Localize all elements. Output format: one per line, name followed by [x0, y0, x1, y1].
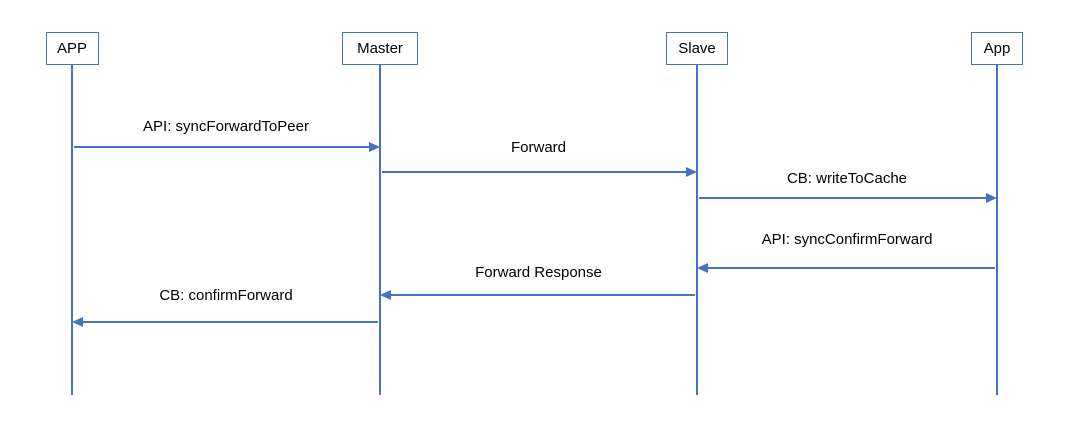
- message-label: CB: confirmForward: [159, 287, 293, 304]
- lifeline: [696, 65, 698, 395]
- message-line: [74, 146, 370, 148]
- arrowhead-icon: [697, 263, 708, 273]
- message-label: CB: writeToCache: [786, 170, 908, 187]
- arrowhead-icon: [72, 317, 83, 327]
- lifeline: [71, 65, 73, 395]
- actor-label: Master: [357, 40, 403, 57]
- message-line: [391, 294, 695, 296]
- message-line: [699, 197, 987, 199]
- actor-box-slave: Slave: [666, 32, 728, 65]
- message-label: Forward: [510, 139, 566, 156]
- actor-label: Slave: [678, 40, 716, 57]
- arrowhead-icon: [686, 167, 697, 177]
- lifeline: [996, 65, 998, 395]
- message-line: [708, 267, 995, 269]
- message-label: Forward Response: [475, 264, 602, 281]
- message-label: API: syncConfirmForward: [761, 231, 933, 248]
- message-line: [382, 171, 687, 173]
- arrowhead-icon: [369, 142, 380, 152]
- actor-label: APP: [56, 40, 87, 57]
- lifeline: [379, 65, 381, 395]
- arrowhead-icon: [380, 290, 391, 300]
- arrowhead-icon: [986, 193, 997, 203]
- message-label: API: syncForwardToPeer: [143, 118, 309, 135]
- actor-box-app: APP: [45, 32, 99, 65]
- actor-label: App: [983, 40, 1011, 57]
- actor-box-master: Master: [342, 32, 418, 65]
- actor-box-app: App: [971, 32, 1023, 65]
- message-line: [83, 321, 378, 323]
